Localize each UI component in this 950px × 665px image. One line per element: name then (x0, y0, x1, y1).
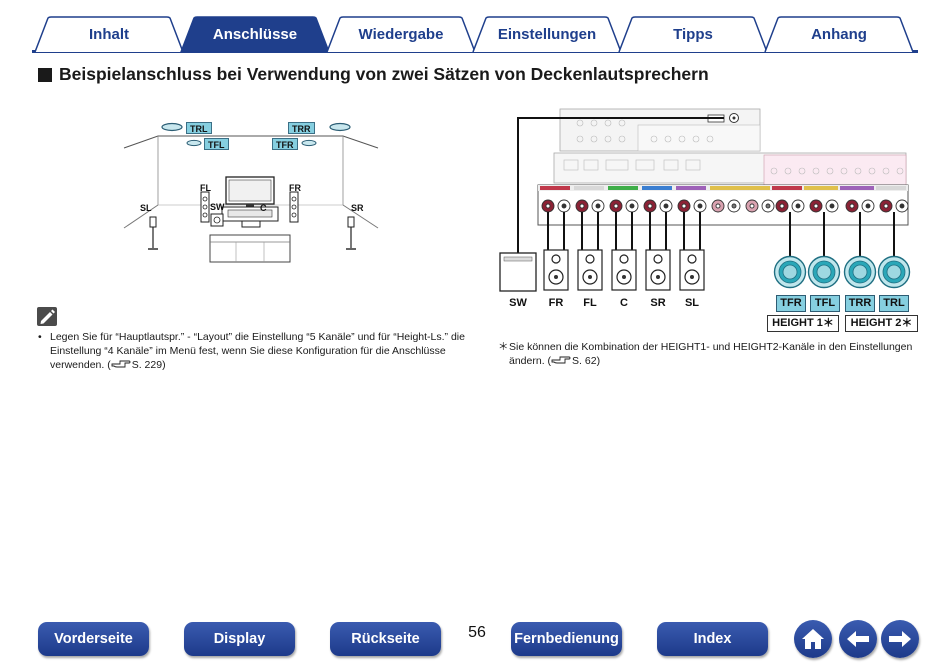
room-tag-tfr: TFR (272, 138, 298, 150)
note-left-ref[interactable]: S. 229) (131, 359, 166, 371)
nav-display-button[interactable]: Display (184, 622, 295, 656)
note-right-ref[interactable]: S. 62) (572, 355, 601, 367)
pointing-hand-icon (551, 356, 571, 364)
forward-button[interactable] (881, 620, 919, 658)
nav-fernbedienung-button[interactable]: Fernbedienung (511, 622, 622, 656)
speaker-label-sl: SL (684, 297, 700, 309)
note-left: • Legen Sie für “Hauptlautspr.” - “Layou… (38, 330, 468, 372)
room-tag-tfl: TFL (204, 138, 229, 150)
room-tag-trl: TRL (186, 122, 212, 134)
page-number: 56 (468, 624, 486, 641)
speaker-label-c: C (620, 297, 628, 309)
nav-index-button[interactable]: Index (657, 622, 768, 656)
note-right-text: Sie können die Kombination der HEIGHT1- … (509, 341, 913, 367)
section-heading: Beispielanschluss bei Verwendung von zwe… (38, 64, 709, 85)
room-label-sr: SR (351, 203, 364, 213)
room-layout-diagram: TRL TRR TFL TFR FL FR SL SR SW C (118, 110, 383, 270)
home-button[interactable] (794, 620, 832, 658)
section-heading-text: Beispielanschluss bei Verwendung von zwe… (59, 64, 709, 84)
pencil-note-icon (37, 307, 57, 326)
tab-inhalt[interactable]: Inhalt (34, 16, 184, 52)
home-icon (802, 629, 824, 649)
tab-einstellungen-label: Einstellungen (497, 25, 597, 43)
tab-tipps[interactable]: Tipps (618, 16, 768, 52)
tab-bar: Inhalt Anschlüsse Wiedergabe Einstellung… (0, 0, 950, 56)
tab-anhang[interactable]: Anhang (764, 16, 914, 52)
speaker-label-sr: SR (650, 297, 666, 309)
receiver-back-panel (499, 108, 911, 292)
arrow-right-icon (889, 631, 911, 647)
nav-rueckseite-button[interactable]: Rückseite (330, 622, 441, 656)
room-label-sl: SL (140, 203, 152, 213)
room-label-fl: FL (200, 183, 211, 193)
tab-anhang-label: Anhang (811, 25, 867, 43)
ceiling-tag-tfr: TFR (776, 295, 806, 312)
room-outline (123, 122, 379, 263)
receiver-connection-diagram: SW FR FL C SR SL TFR TFL TRR TRL HEIGHT … (498, 105, 918, 335)
pointing-hand-icon (111, 360, 131, 368)
tab-einstellungen[interactable]: Einstellungen (472, 16, 622, 52)
ceiling-tag-trl: TRL (879, 295, 909, 312)
note-left-text: Legen Sie für “Hauptlautspr.” - “Layout”… (50, 331, 465, 371)
room-label-sw: SW (210, 202, 225, 212)
room-tag-trr: TRR (288, 122, 315, 134)
height-group-1: HEIGHT 1＊ (767, 315, 839, 332)
tab-tipps-label: Tipps (673, 25, 713, 43)
ceiling-tag-tfl: TFL (810, 295, 840, 312)
tab-inhalt-label: Inhalt (89, 25, 129, 43)
speaker-label-fl: FL (583, 297, 597, 309)
note-right-body: Sie können die Kombination der HEIGHT1- … (509, 341, 913, 367)
footnote-star: ＊ (498, 341, 509, 353)
tab-wiedergabe[interactable]: Wiedergabe (326, 16, 476, 52)
tab-wiedergabe-label: Wiedergabe (358, 25, 444, 43)
arrow-left-icon (847, 631, 869, 647)
note-left-body: Legen Sie für “Hauptlautspr.” - “Layout”… (50, 331, 465, 371)
tab-anschluesse[interactable]: Anschlüsse (180, 16, 330, 52)
tab-anschluesse-label: Anschlüsse (212, 25, 298, 43)
ceiling-tag-trr: TRR (845, 295, 875, 312)
note-right: ＊ Sie können die Kombination der HEIGHT1… (498, 340, 918, 368)
speaker-label-sw: SW (509, 297, 527, 309)
heading-square-icon (38, 67, 52, 82)
note-bullet: • (38, 331, 42, 343)
room-label-fr: FR (289, 183, 301, 193)
back-button[interactable] (839, 620, 877, 658)
nav-vorderseite-button[interactable]: Vorderseite (38, 622, 149, 656)
room-label-c: C (260, 203, 267, 213)
speaker-label-fr: FR (548, 297, 564, 309)
height-group-2: HEIGHT 2＊ (845, 315, 918, 332)
